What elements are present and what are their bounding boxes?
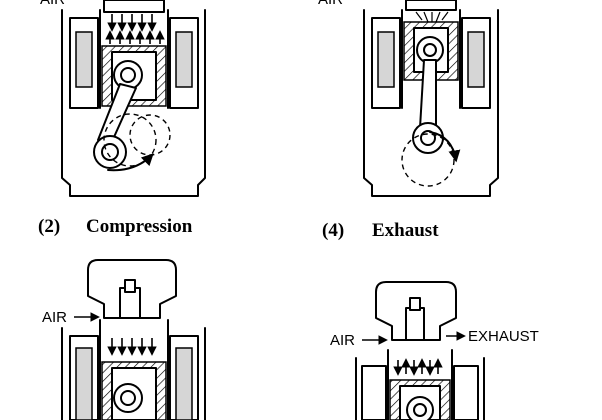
air-label-cut: AIR [318,0,343,8]
air-label-cut: AIR [40,0,65,8]
air-label: AIR [330,332,355,349]
connecting-rod [419,59,437,129]
caption-title: Exhaust [372,220,439,241]
crank-pin [93,135,127,169]
intake-arrows [107,338,157,356]
engine-intake: AIR [42,259,206,420]
engine-exhaust: AIR (4) Exhaust [318,0,499,241]
caption-number: (2) [38,216,60,237]
caption-number: (4) [322,220,344,241]
intake-arrows [107,14,157,32]
air-label: AIR [42,309,67,326]
exhaust-label: EXHAUST [468,328,539,345]
engine-compression: AIR [38,0,206,237]
chamber-arrows [105,30,165,44]
caption-title: Compression [86,216,193,237]
engine-scavenge: AIR EXHAUST [330,281,539,420]
crank-pin [412,122,444,154]
scavenge-arrows [393,358,443,376]
